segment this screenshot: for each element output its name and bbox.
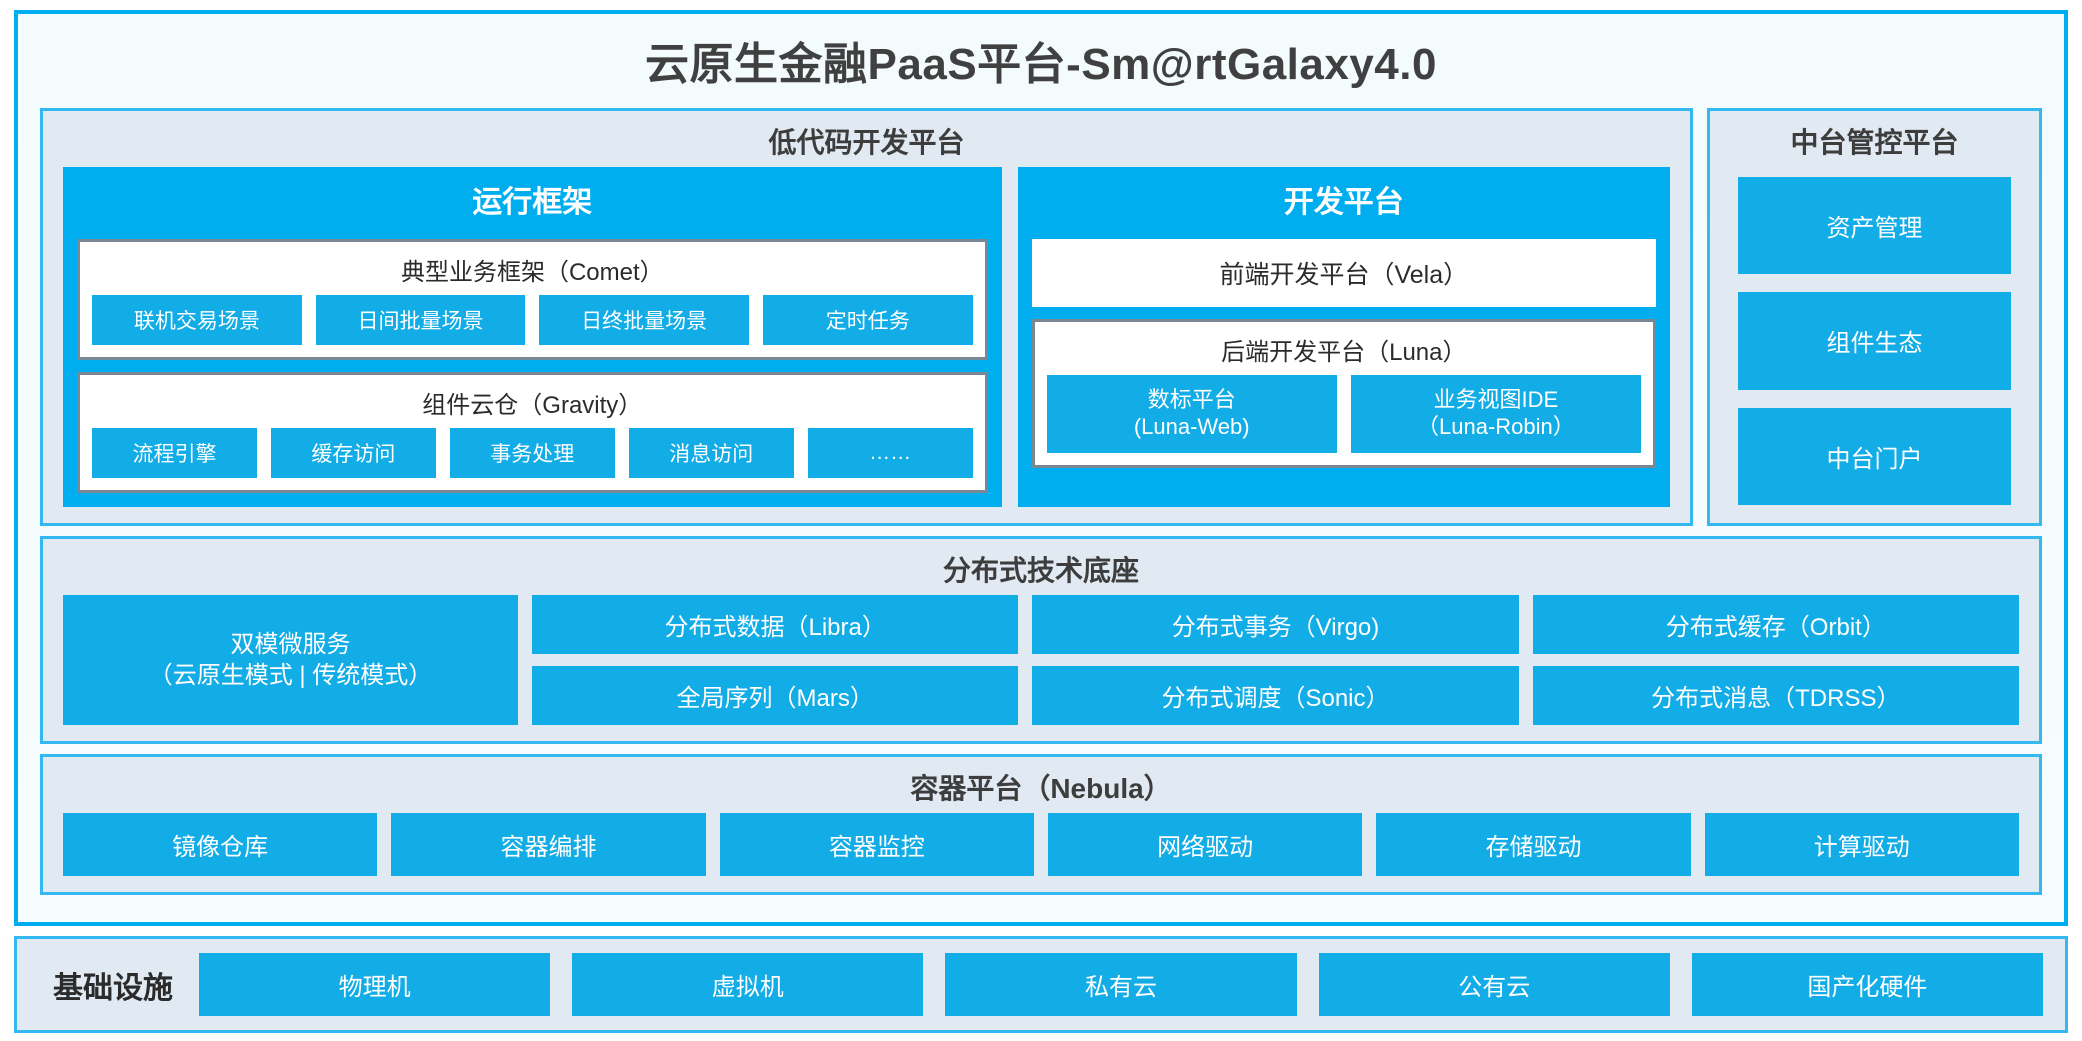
gravity-item[interactable]: 缓存访问: [270, 428, 436, 478]
console-item-portal[interactable]: 中台门户: [1738, 407, 2011, 505]
luna-robin-line1: 业务视图IDE: [1433, 387, 1559, 412]
lowcode-platform-title: 低代码开发平台: [768, 127, 965, 158]
comet-item[interactable]: 日间批量场景: [315, 295, 526, 345]
tech-item-sonic[interactable]: 分布式调度（Sonic）: [1032, 666, 1519, 725]
microservice-column: 双模微服务 （云原生模式 | 传统模式）: [63, 595, 518, 725]
infrastructure-items: 物理机 虚拟机 私有云 公有云 国产化硬件: [199, 953, 2044, 1016]
infra-item-private-cloud[interactable]: 私有云: [945, 953, 1297, 1016]
infra-item-virtual-machine[interactable]: 虚拟机: [572, 953, 924, 1016]
infra-item-public-cloud[interactable]: 公有云: [1318, 953, 1670, 1016]
comet-item[interactable]: 定时任务: [762, 295, 973, 345]
container-item-storage-driver[interactable]: 存储驱动: [1376, 813, 1691, 876]
gravity-card: 组件云仓（Gravity） 流程引擎 缓存访问 事务处理 消息访问 ……: [77, 372, 988, 493]
development-platform-title: 开发平台: [1283, 186, 1404, 219]
container-item-monitoring[interactable]: 容器监控: [719, 813, 1034, 876]
luna-robin-item[interactable]: 业务视图IDE （Luna-Robin）: [1350, 375, 1641, 453]
runtime-framework-panel: 运行框架 典型业务框架（Comet） 联机交易场景 日间批量场景 日终批量场景 …: [63, 167, 1002, 507]
container-item-image-registry[interactable]: 镜像仓库: [63, 813, 378, 876]
gravity-item[interactable]: 流程引擎: [92, 428, 257, 478]
lowcode-inner: 运行框架 典型业务框架（Comet） 联机交易场景 日间批量场景 日终批量场景 …: [43, 167, 1690, 507]
vela-card[interactable]: 前端开发平台（Vela）: [1031, 239, 1656, 307]
container-platform-band: 容器平台（Nebula） 镜像仓库 容器编排 容器监控 网络驱动 存储驱动 计算…: [40, 754, 2042, 895]
tech-column-3: 分布式缓存（Orbit） 分布式消息（TDRSS）: [1532, 595, 2019, 725]
console-platform-band: 中台管控平台 资产管理 组件生态 中台门户: [1707, 108, 2042, 526]
infra-item-domestic-hardware[interactable]: 国产化硬件: [1691, 953, 2044, 1016]
tech-column-1: 分布式数据（Libra） 全局序列（Mars）: [532, 595, 1019, 725]
luna-title: 后端开发平台（Luna）: [1221, 339, 1467, 366]
container-items: 镜像仓库 容器编排 容器监控 网络驱动 存储驱动 计算驱动: [43, 813, 2039, 876]
gravity-item[interactable]: 事务处理: [449, 428, 615, 478]
tech-item-tdrss[interactable]: 分布式消息（TDRSS）: [1532, 666, 2019, 725]
console-items: 资产管理 组件生态 中台门户: [1710, 167, 2039, 505]
development-platform-panel: 开发平台 前端开发平台（Vela） 后端开发平台（Luna） 数标平台 (Lun…: [1017, 167, 1670, 507]
luna-card: 后端开发平台（Luna） 数标平台 (Luna-Web) 业务视图IDE （Lu…: [1031, 319, 1656, 468]
luna-web-line1: 数标平台: [1147, 387, 1236, 412]
luna-web-item[interactable]: 数标平台 (Luna-Web): [1046, 375, 1337, 453]
comet-item[interactable]: 日终批量场景: [539, 295, 749, 345]
comet-title: 典型业务框架（Comet）: [400, 259, 664, 286]
gravity-item-more[interactable]: ……: [807, 428, 973, 478]
luna-robin-line2: （Luna-Robin）: [1417, 413, 1575, 439]
container-item-compute-driver[interactable]: 计算驱动: [1704, 813, 2019, 876]
gravity-chip-row: 流程引擎 缓存访问 事务处理 消息访问 ……: [92, 428, 973, 478]
gravity-item[interactable]: 消息访问: [628, 428, 794, 478]
console-platform-title: 中台管控平台: [1790, 127, 1959, 158]
tech-item-virgo[interactable]: 分布式事务（Virgo): [1032, 595, 1519, 654]
comet-item[interactable]: 联机交易场景: [92, 295, 302, 345]
runtime-framework-title: 运行框架: [472, 186, 593, 219]
comet-card: 典型业务框架（Comet） 联机交易场景 日间批量场景 日终批量场景 定时任务: [77, 239, 988, 360]
tech-base-band: 分布式技术底座 双模微服务 （云原生模式 | 传统模式） 分布式数据（Libra…: [40, 536, 2042, 744]
platform-frame: 云原生金融PaaS平台-Sm@rtGalaxy4.0 低代码开发平台 运行框架 …: [14, 10, 2068, 926]
container-item-network-driver[interactable]: 网络驱动: [1047, 813, 1363, 876]
top-row: 低代码开发平台 运行框架 典型业务框架（Comet） 联机交易场景 日间批量场景…: [18, 108, 2064, 526]
lowcode-platform-band: 低代码开发平台 运行框架 典型业务框架（Comet） 联机交易场景 日间批量场景…: [40, 108, 1693, 526]
luna-chip-row: 数标平台 (Luna-Web) 业务视图IDE （Luna-Robin）: [1046, 375, 1641, 453]
page-title: 云原生金融PaaS平台-Sm@rtGalaxy4.0: [645, 40, 1437, 89]
microservice-line1: 双模微服务: [230, 630, 351, 658]
luna-web-line2: (Luna-Web): [1133, 413, 1250, 439]
infrastructure-band: 基础设施 物理机 虚拟机 私有云 公有云 国产化硬件: [14, 936, 2068, 1033]
microservice-line2: （云原生模式 | 传统模式）: [148, 662, 433, 689]
microservice-item[interactable]: 双模微服务 （云原生模式 | 传统模式）: [63, 595, 518, 725]
tech-item-orbit[interactable]: 分布式缓存（Orbit）: [1532, 595, 2019, 654]
console-item-asset-management[interactable]: 资产管理: [1738, 177, 2011, 275]
tech-base-title: 分布式技术底座: [942, 555, 1139, 586]
container-item-orchestration[interactable]: 容器编排: [391, 813, 706, 876]
tech-item-libra[interactable]: 分布式数据（Libra）: [532, 595, 1019, 654]
tech-column-2: 分布式事务（Virgo) 分布式调度（Sonic）: [1032, 595, 1519, 725]
infrastructure-label: 基础设施: [53, 971, 173, 1005]
gravity-title: 组件云仓（Gravity）: [422, 392, 643, 419]
infra-item-physical-machine[interactable]: 物理机: [199, 953, 551, 1016]
comet-chip-row: 联机交易场景 日间批量场景 日终批量场景 定时任务: [92, 295, 973, 345]
tech-base-inner: 双模微服务 （云原生模式 | 传统模式） 分布式数据（Libra） 全局序列（M…: [43, 595, 2039, 725]
container-platform-title: 容器平台（Nebula）: [910, 773, 1172, 804]
tech-item-mars[interactable]: 全局序列（Mars）: [532, 666, 1019, 725]
console-item-component-ecosystem[interactable]: 组件生态: [1738, 292, 2011, 390]
